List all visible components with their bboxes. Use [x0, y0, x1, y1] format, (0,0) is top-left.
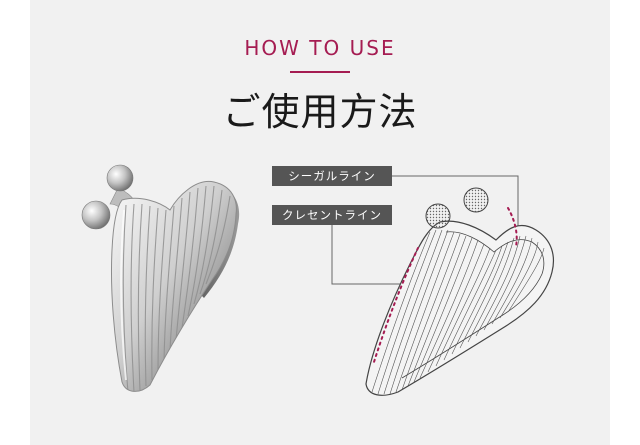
seagull-line-guide: [507, 207, 518, 247]
face-roller-line-diagram: [331, 175, 555, 396]
page-title: ご使用方法: [222, 90, 418, 134]
face-roller-photo: [81, 164, 240, 392]
eyebrow-underline: [290, 71, 350, 73]
section-eyebrow: HOW TO USE: [244, 36, 396, 60]
diagram-ball-left: [425, 203, 451, 229]
crescent-line-label: クレセントライン: [272, 205, 392, 225]
seagull-connector: [392, 175, 519, 240]
crescent-line-guide: [373, 247, 419, 363]
roller-ball-bottom: [81, 200, 111, 230]
diagram-ball-right: [463, 187, 489, 213]
crescent-connector: [331, 214, 408, 285]
roller-ball-top: [106, 164, 134, 192]
seagull-line-label: シーガルライン: [272, 166, 392, 186]
